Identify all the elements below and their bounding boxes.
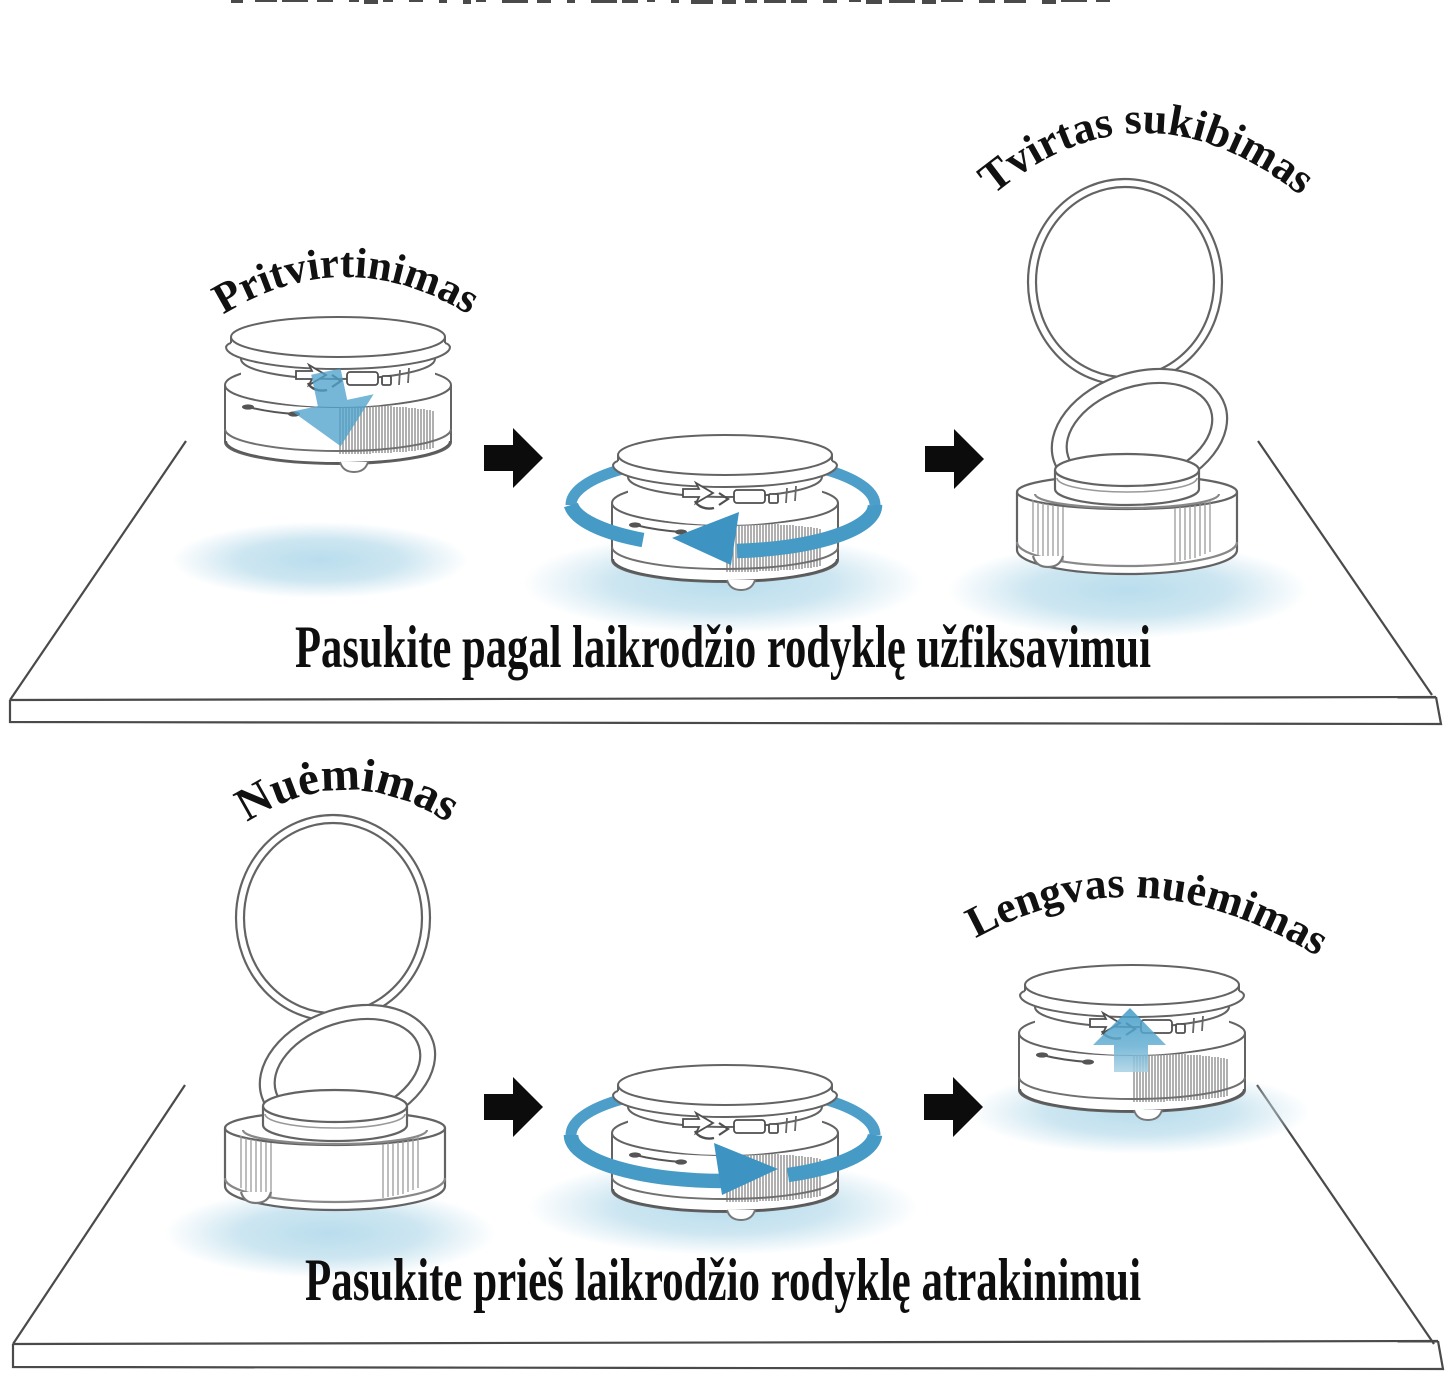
svg-text:Pasukite pagal laikrodžio rody: Pasukite pagal laikrodžio rodyklę užfiks… xyxy=(295,614,1151,680)
svg-text:Pasukite prieš laikrodžio rody: Pasukite prieš laikrodžio rodyklę atraki… xyxy=(305,1247,1141,1313)
